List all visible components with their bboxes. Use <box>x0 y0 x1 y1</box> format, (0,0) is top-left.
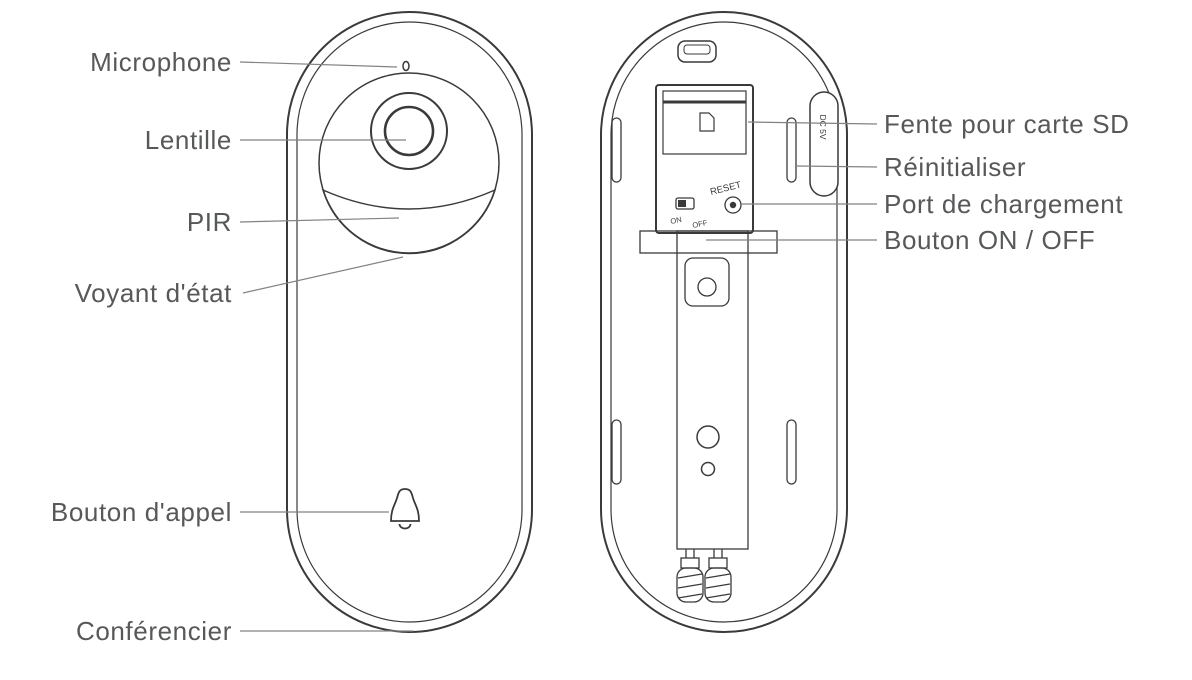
on-text: ON <box>670 215 683 226</box>
label-voyant-etat: Voyant d'état <box>74 278 232 308</box>
battery-compartment <box>639 230 778 550</box>
front-device <box>286 11 533 633</box>
back-device <box>600 11 848 633</box>
leader-microphone <box>239 61 398 68</box>
label-bouton-on-off: Bouton ON / OFF <box>884 225 1096 255</box>
pir-sensor-icon <box>321 188 497 255</box>
label-conferencier: Conférencier <box>75 616 232 646</box>
screw-hole-small <box>700 461 716 477</box>
leader-voyant <box>242 256 404 294</box>
front-body-outline <box>286 11 533 633</box>
off-text: OFF <box>692 218 709 230</box>
back-body-inner-outline <box>610 21 838 623</box>
battery-terminals <box>676 549 732 603</box>
microphone-hole-icon <box>402 60 410 72</box>
sd-slot <box>662 90 747 155</box>
lens-inner-icon <box>383 105 435 157</box>
label-port-chargement: Port de chargement <box>884 189 1124 219</box>
label-fente-carte-sd: Fente pour carte SD <box>884 109 1130 139</box>
label-pir: PIR <box>186 207 232 237</box>
usb-connector-icon <box>677 40 717 63</box>
bracket-hole <box>697 277 717 297</box>
leader-fente-sd <box>747 121 878 125</box>
mount-bracket <box>684 257 730 307</box>
reset-button-icon <box>724 196 742 214</box>
leader-lines <box>239 61 878 632</box>
power-switch-icon <box>675 197 695 210</box>
dc5v-text: DC 5V <box>818 114 828 139</box>
label-lentille: Lentille <box>144 125 232 155</box>
label-reinitialiser: Réinitialiser <box>884 152 1027 182</box>
side-slots <box>611 117 797 485</box>
screw-hole-large <box>696 425 720 449</box>
leader-reinitialiser <box>796 165 878 168</box>
back-body-outline <box>600 11 848 633</box>
sd-card-icon <box>699 112 715 132</box>
charging-port-flap <box>809 91 839 197</box>
lens-outer-icon <box>370 92 448 170</box>
label-microphone: Microphone <box>90 47 232 77</box>
sd-compartment <box>655 84 754 234</box>
bell-icon <box>390 488 420 530</box>
front-body-inner-outline <box>296 21 523 623</box>
leader-pir <box>239 217 400 223</box>
label-bouton-appel: Bouton d'appel <box>50 497 232 527</box>
